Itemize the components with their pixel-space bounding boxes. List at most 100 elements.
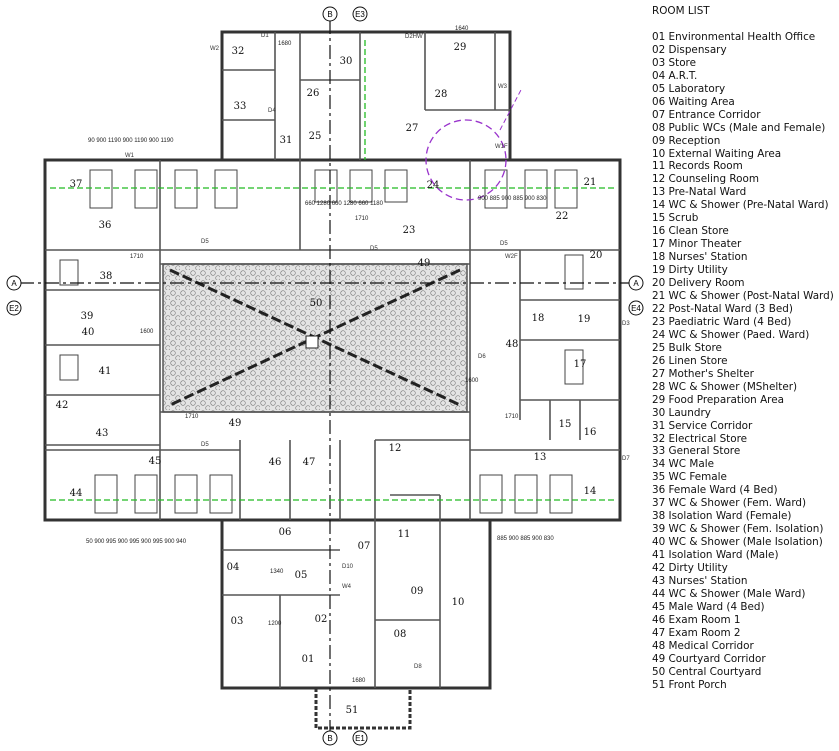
room-list-item: 47 Exam Room 2 (652, 626, 741, 639)
room-number-label: 50 (310, 298, 323, 309)
room-number-label: 11 (398, 529, 411, 540)
room-number-label: 46 (269, 457, 282, 468)
room-list-item: 13 Pre-Natal Ward (652, 186, 747, 199)
svg-text:E4: E4 (631, 304, 641, 313)
room-number-label: 27 (406, 123, 419, 134)
tag-d1: D1 (261, 33, 269, 39)
tag-d2hw: D2HW (405, 34, 423, 40)
svg-text:E1: E1 (355, 734, 365, 743)
room-number-label: 43 (96, 428, 109, 439)
room-list-item: 11 Records Room (652, 160, 743, 173)
room-number-label: 49 (418, 258, 431, 269)
room-list-item: 14 WC & Shower (Pre-Natal Ward) (652, 199, 829, 212)
room-number-label: 38 (100, 271, 113, 282)
section-marker-a-left: A (6, 275, 22, 291)
highlight-circle (425, 119, 507, 201)
courtyard-center-feature (305, 335, 319, 349)
room-number-label: 05 (295, 570, 308, 581)
room-number-label: 36 (99, 220, 112, 231)
room-list-item: 49 Courtyard Corridor (652, 652, 766, 665)
room-list-title: ROOM LIST (652, 5, 710, 17)
dimension-1710-d: 1710 (505, 414, 519, 420)
room-list-item: 39 WC & Shower (Fem. Isolation) (652, 523, 824, 536)
room-list-item: 38 Isolation Ward (Female) (652, 510, 792, 523)
room-number-label: 15 (559, 419, 572, 430)
room-list-item: 19 Dirty Utility (652, 264, 728, 277)
dimension-1710-c: 1710 (185, 414, 199, 420)
tag-d7: D7 (622, 456, 630, 462)
room-number-label: 12 (389, 443, 402, 454)
room-number-label: 28 (435, 89, 448, 100)
room-list-item: 42 Dirty Utility (652, 562, 728, 575)
tag-d8: D8 (414, 664, 422, 670)
room-list-item: 23 Paediatric Ward (4 Bed) (652, 315, 792, 328)
room-list-item: 30 Laundry (652, 406, 711, 419)
elevation-marker-e1: E1 (352, 730, 368, 746)
room-list-item: 31 Service Corridor (652, 419, 753, 432)
elevation-marker-e3: E3 (352, 6, 368, 22)
room-list-item: 07 Entrance Corridor (652, 108, 761, 121)
room-list-item: 15 Scrub (652, 212, 699, 225)
room-list-item: 43 Nurses' Station (652, 574, 748, 587)
room-list-item: 05 Laboratory (652, 82, 726, 95)
room-list-item: 09 Reception (652, 134, 721, 147)
room-number-label: 40 (82, 327, 95, 338)
dimension-d1-top: 1680 (278, 41, 292, 47)
room-number-label: 26 (307, 88, 320, 99)
room-number-label: 04 (227, 562, 240, 573)
dimension-top-right: 900 885 900 885 900 830 (478, 196, 547, 202)
dimension-lab: 1340 (270, 569, 284, 575)
dimension-1710-a: 1710 (130, 254, 144, 260)
room-list-item: 17 Minor Theater (652, 238, 742, 251)
tag-d5-d: D5 (500, 241, 508, 247)
room-number-label: 30 (340, 56, 353, 67)
svg-text:E2: E2 (9, 304, 19, 313)
room-list-item: 21 WC & Shower (Post-Natal Ward) (652, 290, 834, 303)
section-marker-a-right: A (628, 275, 644, 291)
room-number-label: 25 (309, 131, 322, 142)
dimension-d1-bottom: 1680 (352, 678, 366, 684)
dimension-1600-b: 1600 (465, 378, 479, 384)
room-number-label: 31 (280, 135, 293, 146)
room-number-label: 09 (411, 586, 424, 597)
room-number-label: 48 (506, 339, 519, 350)
room-number-label: 37 (70, 179, 83, 190)
tag-d4: D4 (268, 108, 276, 114)
room-list-item: 24 WC & Shower (Paed. Ward) (652, 328, 810, 341)
room-list-item: 40 WC & Shower (Male Isolation) (652, 536, 823, 549)
room-list-item: 34 WC Male (652, 458, 714, 471)
section-marker-b-top: B (322, 6, 338, 22)
room-list-item: 02 Dispensary (652, 43, 727, 56)
room-list-item: 20 Delivery Room (652, 277, 745, 290)
room-number-label: 20 (590, 250, 603, 261)
room-number-label: 02 (315, 614, 328, 625)
room-list-item: 36 Female Ward (4 Bed) (652, 484, 778, 497)
room-number-label: 16 (584, 427, 597, 438)
dimension-bottom-right: 885 900 885 900 830 (497, 536, 554, 542)
room-number-label: 51 (346, 705, 359, 716)
room-number-label: 17 (574, 359, 587, 370)
beds (59, 169, 584, 514)
room-number-label: 42 (56, 400, 69, 411)
room-list-item: 35 WC Female (652, 471, 727, 484)
dimension-1710-b: 1710 (355, 216, 369, 222)
svg-text:B: B (327, 10, 332, 19)
room-list-item: 32 Electrical Store (652, 432, 748, 445)
tag-w4: W4 (342, 584, 352, 590)
tag-d5-c: D5 (201, 442, 209, 448)
svg-text:A: A (633, 279, 639, 288)
room-list-item: 50 Central Courtyard (652, 665, 762, 678)
room-number-label: 19 (578, 314, 591, 325)
room-number-label: 49 (229, 418, 242, 429)
dimension-top-left: 90 900 1190 900 1190 900 1190 (88, 138, 174, 144)
room-list-item: 44 WC & Shower (Male Ward) (652, 587, 806, 600)
room-number-label: 13 (534, 452, 547, 463)
svg-text:B: B (327, 734, 332, 743)
room-list-item: 26 Linen Store (652, 354, 728, 367)
exterior-walls (43, 30, 622, 730)
room-list-item: 27 Mother's Shelter (652, 367, 754, 380)
tag-d6: D6 (478, 354, 486, 360)
room-number-label: 23 (403, 225, 416, 236)
